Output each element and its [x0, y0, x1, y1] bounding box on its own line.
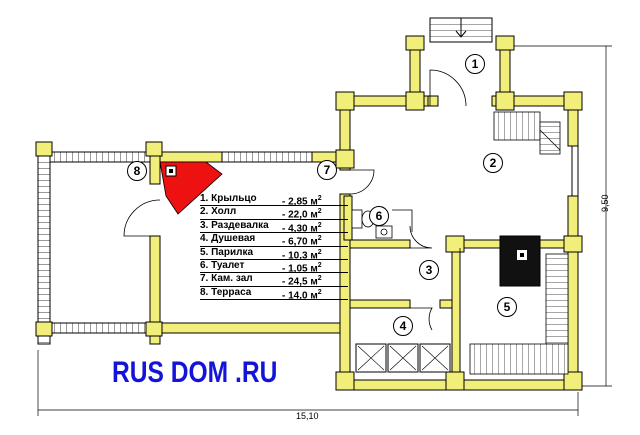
height-dimension-label: 9,50	[600, 194, 610, 212]
legend-row: 6. Туалет- 1,05 м2	[200, 260, 348, 274]
legend-row: 8. Терраса- 14,0 м2	[200, 287, 348, 301]
legend-row: 1. Крыльцо- 2,85 м2	[200, 193, 348, 207]
room-number-7: 7	[317, 160, 337, 180]
legend-row: 3. Раздевалка- 4,30 м2	[200, 220, 348, 234]
legend-row: 2. Холл- 22,0 м2	[200, 206, 348, 221]
dimension-lines	[37, 45, 612, 416]
room-number-4: 4	[393, 316, 413, 336]
room-number-1: 1	[465, 54, 485, 74]
shower-cabins	[355, 343, 451, 373]
brand-logo-text: RUS DOM .RU	[112, 356, 278, 389]
entry-door	[429, 69, 467, 107]
interior-doors	[123, 169, 461, 331]
room-number-5: 5	[497, 297, 517, 317]
legend-row: 7. Кам. зал- 24,5 м2	[200, 273, 348, 288]
sauna-benches	[469, 253, 569, 375]
room-number-8: 8	[127, 161, 147, 181]
walls	[35, 35, 583, 391]
sauna-stove	[499, 235, 541, 287]
room-number-6: 6	[369, 206, 389, 226]
fireplace	[159, 161, 223, 215]
room-legend: 1. Крыльцо- 2,85 м2 2. Холл- 22,0 м2 3. …	[200, 193, 348, 301]
width-dimension-label: 15,10	[296, 411, 319, 421]
legend-row: 4. Душевая- 6,70 м2	[200, 233, 348, 248]
legend-row: 5. Парилка- 10,3 м2	[200, 247, 348, 261]
room-number-2: 2	[483, 153, 503, 173]
room-number-3: 3	[419, 260, 439, 280]
porch-steps	[429, 17, 493, 43]
hall-stairs	[493, 111, 561, 155]
